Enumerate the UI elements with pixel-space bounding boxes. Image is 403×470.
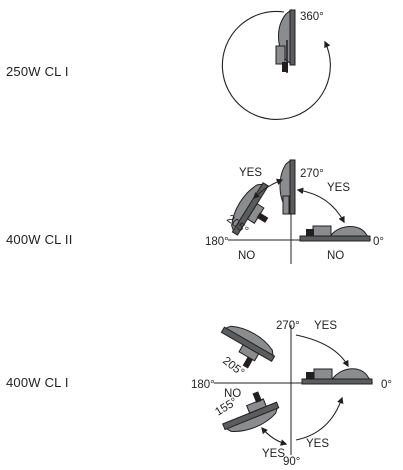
floodlight-205-icon — [231, 182, 269, 236]
angle-label-205: 205° — [220, 355, 246, 379]
angle-label-90: 90° — [283, 456, 300, 468]
angle-label-180: 180° — [205, 236, 229, 248]
angle-label-180: 180° — [191, 379, 215, 391]
floodlight-0-icon — [301, 368, 374, 385]
angle-label-270: 270° — [276, 320, 300, 332]
rotation-circle-360 — [221, 10, 331, 121]
arrow-270-to-205 — [253, 178, 284, 199]
row-label-400w-cl-ii: 400W CL II — [6, 232, 73, 247]
floodlight-205-icon — [220, 325, 276, 369]
floodlight-155-icon — [222, 391, 280, 432]
zone-label-yes-right: YES — [327, 182, 350, 194]
angle-label-360: 360° — [300, 11, 324, 23]
row-label-400w-cl-i: 400W CL I — [6, 375, 69, 390]
diagram-400w-cl-i: 270° YES 205° 180° NO 0° 155° YES YES 90… — [191, 320, 392, 468]
diagram-250w-cl-i: 360° — [221, 8, 331, 121]
row-label-250w-cl-i: 250W CL I — [6, 64, 69, 79]
zone-label-yes-top: YES — [314, 320, 337, 332]
arrow-270-to-0 — [296, 187, 345, 224]
zone-label-yes-bottom-right: YES — [306, 438, 329, 450]
floodlight-270-icon — [279, 158, 296, 215]
floodlight-vertical-icon — [275, 8, 296, 73]
angle-label-270: 270° — [300, 168, 324, 180]
zone-label-no-right: NO — [327, 250, 344, 262]
zone-label-yes-left: YES — [239, 167, 262, 179]
arrow-270-to-0 — [295, 334, 349, 368]
angle-label-0: 0° — [373, 236, 384, 248]
arrow-155-to-90 — [261, 426, 288, 446]
floodlight-0-icon — [299, 225, 372, 242]
zone-label-no-mid: NO — [224, 388, 241, 400]
arrow-90-to-0 — [295, 396, 344, 441]
angle-label-0: 0° — [381, 379, 392, 391]
diagram-400w-cl-ii: YES 270° YES 205° 180° 0° NO NO — [205, 158, 384, 264]
zone-label-no-left: NO — [238, 250, 255, 262]
zone-label-yes-bottom: YES — [262, 448, 285, 460]
